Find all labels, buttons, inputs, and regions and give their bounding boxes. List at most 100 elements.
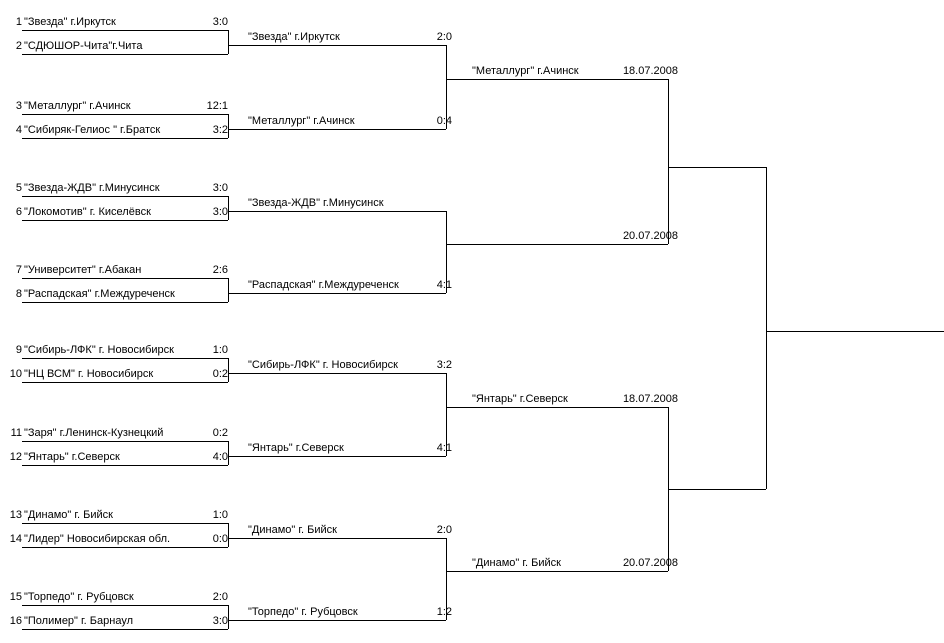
entry-underline <box>22 382 228 383</box>
team-name: "Заря" г.Ленинск-Кузнецкий <box>24 427 164 439</box>
match-score: 0:2 <box>212 368 228 380</box>
entry-underline <box>22 605 228 606</box>
match-score: 12:1 <box>206 100 228 112</box>
bracket-connector-r2-pair2 <box>446 211 447 293</box>
seed-number: 9 <box>15 344 22 356</box>
seed-number: 13 <box>9 509 22 521</box>
match-score: 4:1 <box>436 442 452 454</box>
entry-underline <box>446 407 668 408</box>
team-name: "Распадская" г.Междуреченск <box>248 279 399 291</box>
entry-underline <box>228 45 446 46</box>
seed-number: 8 <box>15 288 22 300</box>
match-date: 18.07.2008 <box>622 65 678 77</box>
match-score: 1:2 <box>436 606 452 618</box>
entry-underline <box>22 138 228 139</box>
team-name: "Локомотив" г. Киселёвск <box>24 206 151 218</box>
bracket-entry-r4-1[interactable] <box>668 146 798 162</box>
seed-number: 2 <box>15 40 22 52</box>
team-name: "Янтарь" г.Северск <box>472 393 568 405</box>
team-name: "Янтарь" г.Северск <box>24 451 120 463</box>
team-name: "Металлург" г.Ачинск <box>472 65 579 77</box>
team-name: "Распадская" г.Междуреченск <box>24 288 175 300</box>
bracket-connector-r2-pair3 <box>446 373 447 456</box>
match-score: 2:6 <box>212 264 228 276</box>
match-score: 4:1 <box>436 279 452 291</box>
team-name: "Звезда" г.Иркутск <box>248 31 340 43</box>
entry-underline <box>446 571 668 572</box>
seed-number: 16 <box>9 615 22 627</box>
entry-underline <box>446 79 668 80</box>
seed-number: 3 <box>15 100 22 112</box>
match-score: 3:0 <box>212 615 228 627</box>
team-name: "Сибирь-ЛФК" г. Новосибирск <box>248 359 398 371</box>
bracket-connector-r1-pair6 <box>228 441 229 465</box>
entry-underline <box>228 293 446 294</box>
match-score: 3:2 <box>212 124 228 136</box>
bracket-connector-r3-pair1 <box>668 79 669 244</box>
entry-underline <box>22 278 228 279</box>
bracket-connector-r1-pair5 <box>228 358 229 382</box>
entry-underline <box>446 244 668 245</box>
match-score: 0:0 <box>212 533 228 545</box>
match-score: 2:0 <box>212 591 228 603</box>
entry-underline <box>22 30 228 31</box>
entry-underline <box>22 196 228 197</box>
seed-number: 15 <box>9 591 22 603</box>
entry-underline <box>22 358 228 359</box>
bracket-connector-r1-pair7 <box>228 523 229 547</box>
bracket-connector-r1-pair1 <box>228 30 229 54</box>
team-name: "Динамо" г. Бийск <box>248 524 337 536</box>
match-score: 3:0 <box>212 206 228 218</box>
match-date: 20.07.2008 <box>622 557 678 569</box>
bracket-connector-final <box>766 167 767 489</box>
entry-underline <box>228 129 446 130</box>
seed-number: 1 <box>15 16 22 28</box>
entry-underline <box>22 465 228 466</box>
team-name: "Звезда-ЖДВ" г.Минусинск <box>248 197 384 209</box>
bracket-entry-r4-2[interactable] <box>668 470 798 486</box>
entry-underline <box>22 547 228 548</box>
team-name: "Сибирь-ЛФК" г. Новосибирск <box>24 344 174 356</box>
seed-number: 11 <box>10 427 22 439</box>
bracket-connector-r1-pair8 <box>228 605 229 629</box>
entry-underline <box>22 441 228 442</box>
match-score: 1:0 <box>212 344 228 356</box>
entry-underline <box>22 302 228 303</box>
match-date: 18.07.2008 <box>622 393 678 405</box>
match-score: 2:0 <box>436 524 452 536</box>
team-name: "Торпедо" г. Рубцовск <box>24 591 134 603</box>
team-name: "Динамо" г. Бийск <box>24 509 113 521</box>
entry-underline <box>228 456 446 457</box>
entry-underline <box>22 629 228 630</box>
seed-number: 14 <box>9 533 22 545</box>
entry-underline <box>228 538 446 539</box>
entry-underline <box>228 211 446 212</box>
entry-underline <box>228 620 446 621</box>
team-name: "Звезда-ЖДВ" г.Минусинск <box>24 182 160 194</box>
team-name: "Металлург" г.Ачинск <box>24 100 131 112</box>
seed-number: 4 <box>15 124 22 136</box>
match-score: 0:2 <box>212 427 228 439</box>
seed-number: 5 <box>15 182 22 194</box>
match-score: 3:2 <box>436 359 452 371</box>
match-score: 3:0 <box>212 16 228 28</box>
team-name: "Динамо" г. Бийск <box>472 557 561 569</box>
team-name: "Университет" г.Абакан <box>24 264 142 276</box>
entry-underline <box>22 54 228 55</box>
team-name: "НЦ ВСМ" г. Новосибирск <box>24 368 154 380</box>
bracket-connector-r1-pair3 <box>228 196 229 220</box>
match-score: 4:0 <box>212 451 228 463</box>
entry-underline <box>668 167 766 168</box>
seed-number: 10 <box>9 368 22 380</box>
entry-underline <box>22 523 228 524</box>
match-score: 0:4 <box>436 115 452 127</box>
match-date: 20.07.2008 <box>622 230 678 242</box>
entry-underline <box>668 489 766 490</box>
seed-number: 6 <box>15 206 22 218</box>
bracket-connector-r1-pair2 <box>228 114 229 138</box>
seed-number: 12 <box>9 451 22 463</box>
entry-underline <box>228 373 446 374</box>
team-name: "Металлург" г.Ачинск <box>248 115 355 127</box>
team-name: "Торпедо" г. Рубцовск <box>248 606 358 618</box>
